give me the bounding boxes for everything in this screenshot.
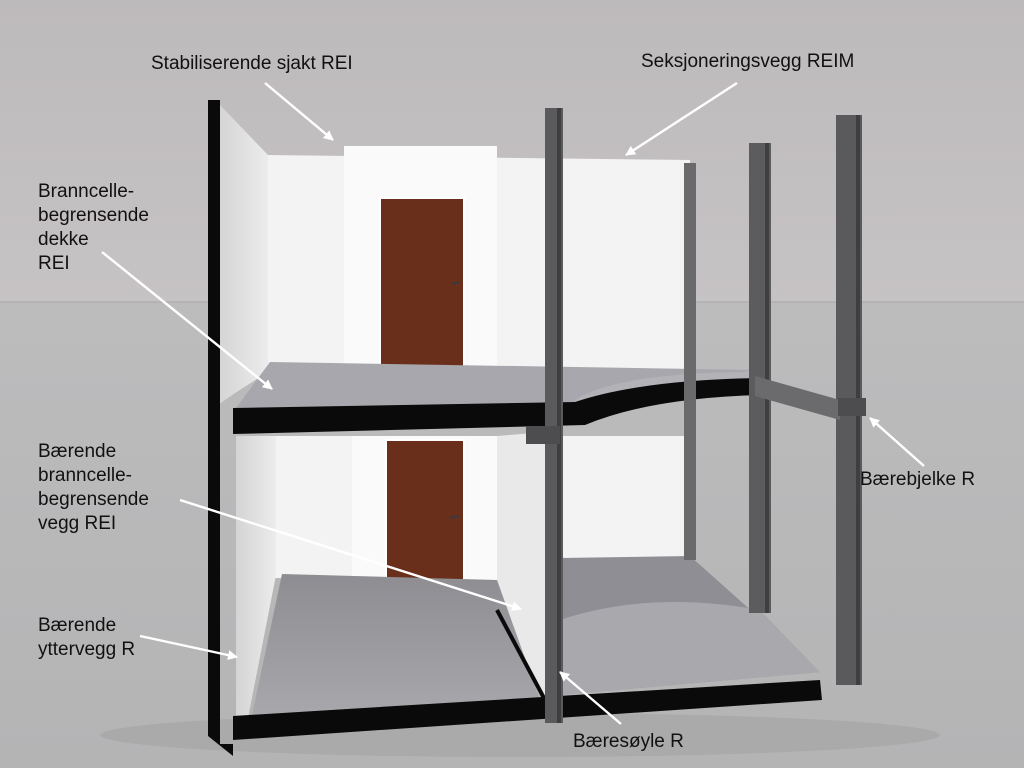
lower-left-wall <box>236 436 276 720</box>
label-baerebjelke: Bærebjelke R <box>860 468 975 492</box>
label-line: begrensende <box>38 205 149 226</box>
label-line: Branncelle- <box>38 181 135 202</box>
upper-floor-surface <box>236 362 755 408</box>
left-wall-edge <box>208 100 233 756</box>
label-line: dekke <box>38 229 89 250</box>
label-seksjoneringsvegg: Seksjoneringsvegg REIM <box>641 50 854 74</box>
arrow-dekke <box>101 251 273 390</box>
label-line: Bærende <box>38 615 117 636</box>
label-baerende-vegg: Bærende branncelle-begrensende vegg REI <box>38 440 149 536</box>
steel-beam <box>755 376 840 420</box>
label-line: begrensende <box>38 489 149 510</box>
base-slab-edge <box>233 680 822 740</box>
label-stabiliserende-sjakt: Stabiliserende sjakt REI <box>151 52 353 76</box>
label-line: Stabiliserende sjakt REI <box>151 53 353 74</box>
lower-door <box>385 439 465 599</box>
label-line: branncelle- <box>38 465 132 486</box>
upper-slab-edge <box>233 378 760 434</box>
label-baeresoyle: Bæresøyle R <box>573 730 684 754</box>
label-line: Seksjoneringsvegg REIM <box>641 51 855 72</box>
column-back-mid <box>684 163 696 560</box>
label-line: yttervegg R <box>38 639 136 660</box>
upper-left-wall <box>218 103 268 405</box>
label-line: Bærebjelke R <box>860 469 976 490</box>
arrow-vegg <box>179 498 522 612</box>
label-line: vegg REI <box>38 513 117 534</box>
label-line: Bæresøyle R <box>573 731 684 752</box>
arrow-soyle <box>559 671 622 725</box>
label-baerende-yttervegg: Bærende yttervegg R <box>38 614 135 662</box>
arrow-seksjoneringsvegg <box>625 81 738 157</box>
label-line: REI <box>38 253 70 274</box>
arrow-sjakt <box>264 82 334 141</box>
lower-floor-left <box>252 574 540 715</box>
label-line: Bærende <box>38 441 117 462</box>
arrow-yttervegg <box>139 634 238 660</box>
arrow-bjelke <box>869 417 925 467</box>
